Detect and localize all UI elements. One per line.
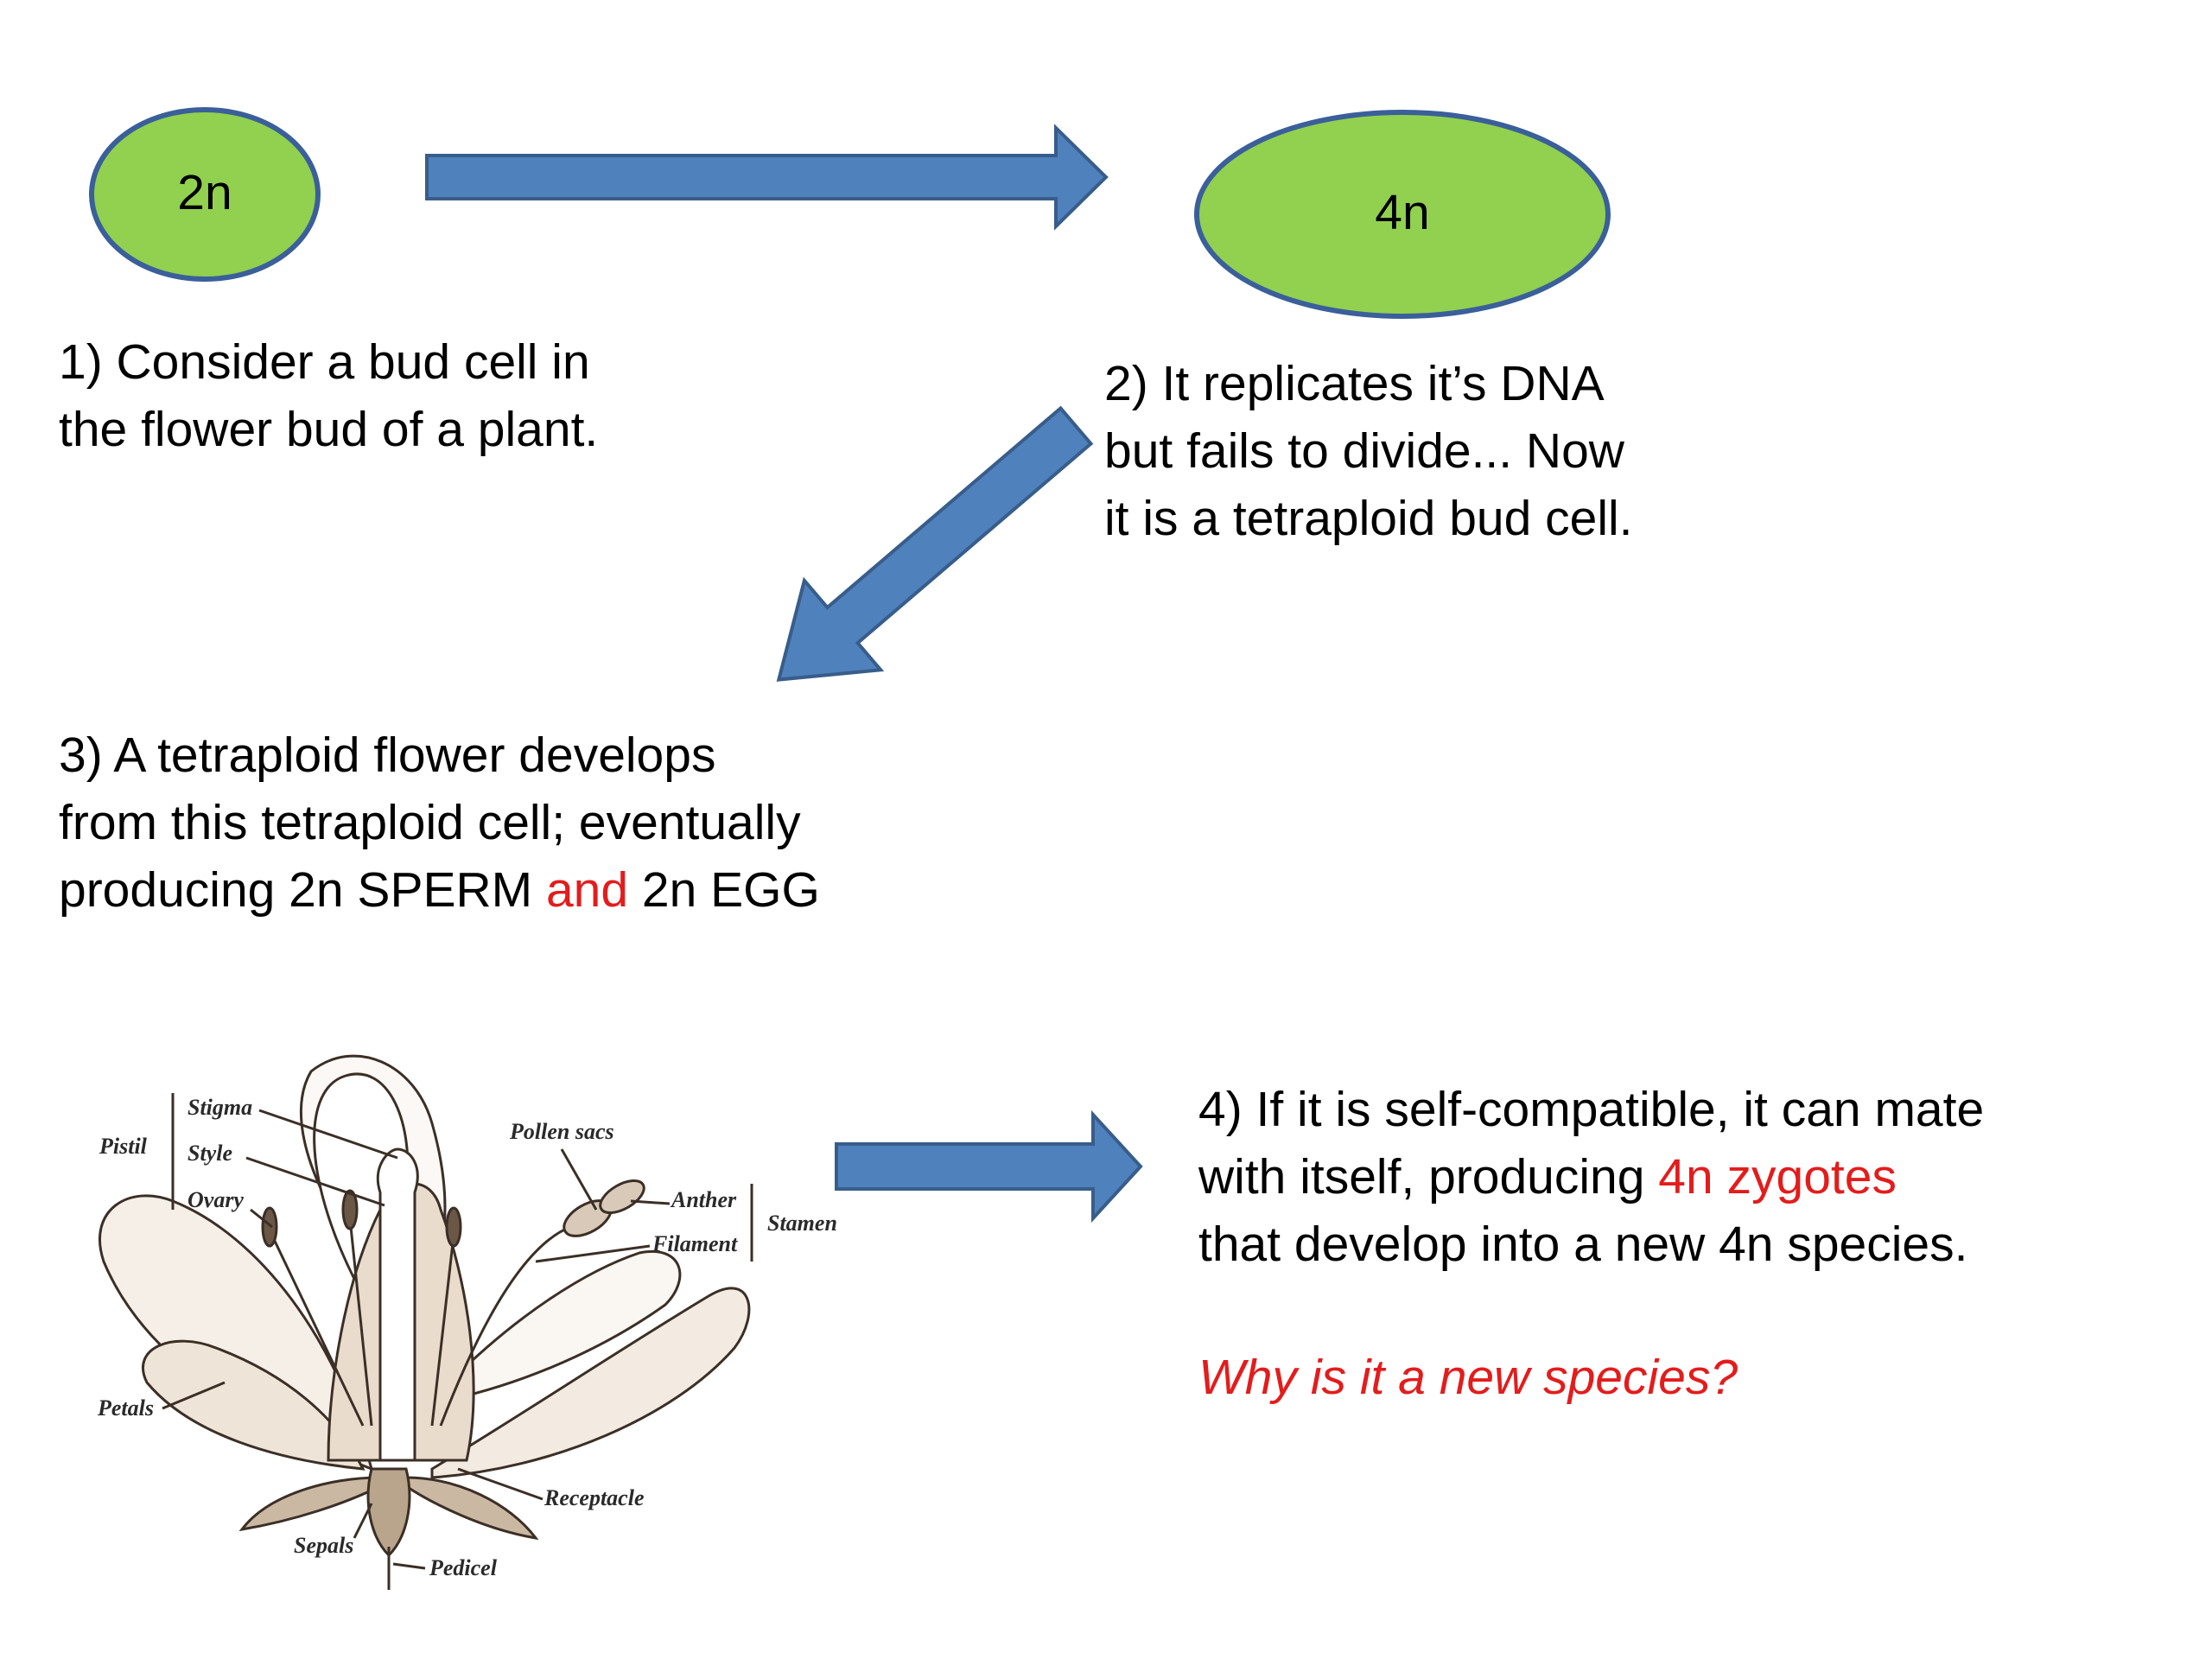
step2-line1: 2) It replicates it’s DNA [1104,356,1605,411]
flower-anther-5 [599,1179,645,1215]
leader-petals [162,1381,226,1410]
flower-anther-1 [261,1206,278,1248]
step3-line1: 3) A tetraploid flower develops [59,728,716,783]
leader-receptacle [457,1467,543,1501]
diploid-cell-label: 2n [177,165,232,220]
step4-zygotes-highlight: 4n zygotes [1658,1149,1897,1205]
label-petals: Petals [97,1395,154,1421]
label-sepals: Sepals [294,1533,353,1558]
label-filament: Filament [652,1231,738,1256]
flower-illustration [99,1054,753,1590]
label-stamen: Stamen [767,1211,837,1236]
step3-line3-a: producing 2n SPERM [59,862,546,918]
flower-filament-3 [430,1235,455,1427]
flower-sepal-right [404,1476,539,1541]
flower-filament-2 [348,1217,373,1427]
flower-pistil [376,1147,419,1462]
arrow-self-mating [835,1109,1143,1224]
step3-line3-b: 2n EGG [628,862,820,918]
leader-style [245,1156,385,1207]
label-style: Style [188,1141,232,1166]
flower-petal-left-lower [141,1339,365,1471]
step4-text: 4) If it is self-compatible, it can mate… [1198,1076,1984,1278]
tetraploid-cell [1194,110,1611,319]
arrow-develops-group [776,405,1094,682]
step4-line2-a: with itself, producing [1198,1149,1659,1205]
label-stigma: Stigma [188,1095,252,1120]
step4-line2: with itself, producing 4n zygotes [1198,1143,1984,1211]
step3-line3: producing 2n SPERM and 2n EGG [59,856,820,924]
label-pedicel: Pedicel [429,1555,498,1580]
leader-stigma [258,1109,398,1160]
step3-line2: from this tetraploid cell; eventually [59,795,801,850]
question-text: Why is it a new species? [1198,1350,1738,1405]
step2-line3: it is a tetraploid bud cell. [1104,491,1633,546]
flower-petal-right [430,1287,751,1479]
step1-line2: the flower bud of a plant. [59,402,599,457]
step2-text: 2) It replicates it’s DNA but fails to d… [1104,350,1633,552]
flower-sepal-center [366,1467,411,1558]
label-receptacle: Receptacle [543,1485,645,1510]
step2-line2: but fails to divide... Now [1104,423,1624,479]
diploid-cell [89,107,321,282]
flower-sepal-left [238,1476,382,1532]
flower-petal-right-upper [448,1250,682,1402]
leader-pedicel [392,1562,426,1570]
leader-ovary [250,1208,273,1229]
arrow-replication [425,124,1109,231]
step3-and-highlight: and [545,862,629,918]
flower-labels: Pistil Stigma Style Ovary Pollen sacs An… [97,1095,837,1580]
label-pollen-sacs: Pollen sacs [509,1119,614,1144]
label-ovary: Ovary [188,1187,244,1212]
leader-sepals [353,1503,373,1539]
label-anther: Anther [670,1187,737,1212]
flower-filament-4 [439,1225,571,1427]
step1-text: 1) Consider a bud cell in the flower bud… [59,328,598,463]
flower-anther-2 [341,1189,359,1230]
step4-line1: 4) If it is self-compatible, it can mate [1198,1082,1985,1137]
tetraploid-cell-label: 4n [1375,185,1430,240]
label-pistil: Pistil [99,1134,148,1159]
flower-anther-3 [445,1206,462,1248]
leader-pollen-sacs [560,1148,598,1211]
flower-filament-1 [270,1235,365,1427]
leader-anther [630,1199,671,1205]
step1-line1: 1) Consider a bud cell in [59,334,590,390]
step4-line3: that develop into a new 4n species. [1198,1217,1968,1272]
leader-filament [535,1244,651,1263]
step3-text: 3) A tetraploid flower develops from thi… [59,721,820,924]
